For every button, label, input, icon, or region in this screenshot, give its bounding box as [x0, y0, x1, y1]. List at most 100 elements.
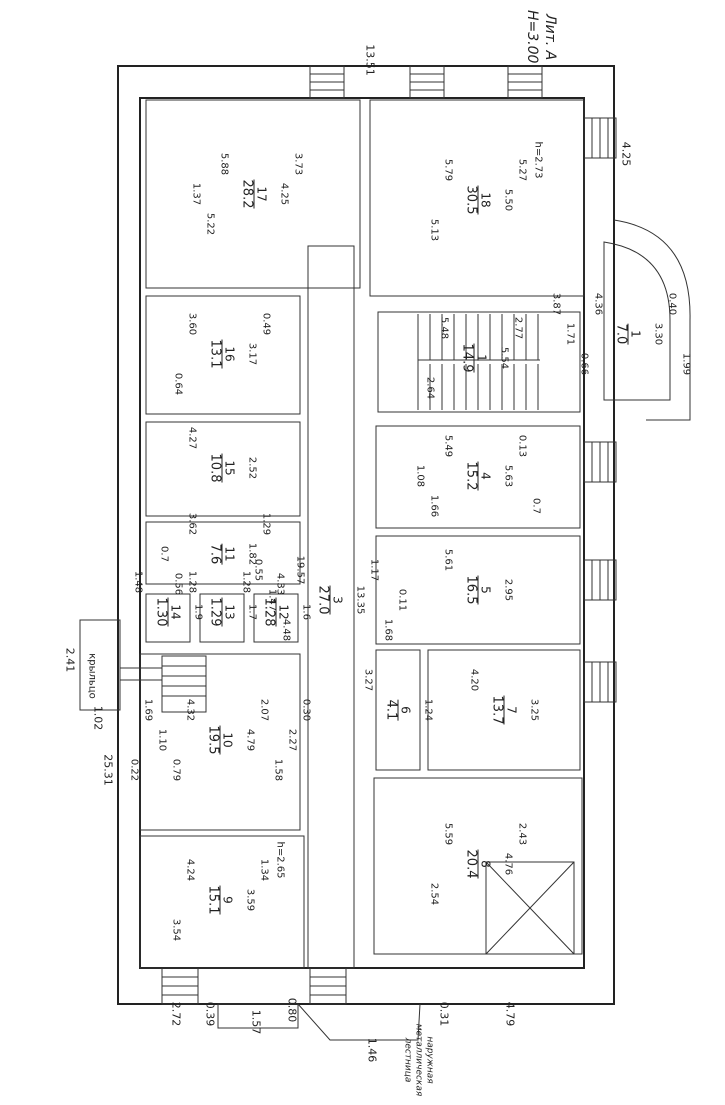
room-dimension: 4.20 — [468, 668, 480, 692]
outer-dimension-bottom-right: 4.79 — [503, 1001, 517, 1027]
room-area: 7.6 — [207, 543, 223, 565]
room-dimension: 1.47 — [266, 588, 278, 612]
room-area: 13.7 — [489, 695, 505, 725]
room-dimension: 1.66 — [428, 494, 440, 518]
room-dimension: 5.88 — [218, 152, 230, 176]
room-dimension: 1.34 — [258, 858, 270, 882]
external-stair-label: наружная металлическая лестница — [402, 1023, 435, 1097]
room-dimension: 3.60 — [186, 312, 198, 336]
room-number: 4 — [478, 472, 493, 480]
room-dimension: 3.30 — [652, 322, 664, 346]
ceiling-height: h=2.65 — [274, 841, 286, 879]
outer-dimension-step-b: 1.57 — [249, 1009, 263, 1035]
room-number: 7 — [504, 706, 519, 714]
room-number: 11 — [222, 546, 237, 562]
room-area: 7.0 — [613, 323, 629, 345]
room-dimension: 5.63 — [502, 464, 514, 488]
room-number: 18 — [478, 192, 493, 208]
room-dimension: 4.25 — [278, 182, 290, 206]
room-dimension: 1.24 — [422, 698, 434, 722]
room-number: 14 — [168, 604, 183, 620]
room-number: 17 — [254, 186, 269, 202]
room-number: 13 — [222, 604, 237, 620]
room-dimension: 5.61 — [442, 548, 454, 572]
room-dimension: 3.27 — [362, 668, 374, 692]
room-dimension: 0.40 — [666, 292, 678, 316]
room-dimension: 0.55 — [252, 558, 264, 582]
room-dimension: 2.43 — [516, 822, 528, 846]
outer-dimension-step-c: 0.80 — [285, 997, 299, 1023]
room-dimension: 0.49 — [260, 312, 272, 336]
windows-right — [583, 117, 617, 703]
room-area: 1.29 — [207, 597, 223, 627]
room-dimension: 3.62 — [186, 512, 198, 536]
room-area: 14.9 — [459, 343, 475, 373]
outer-dimension-left: 25.31 — [101, 754, 115, 786]
room-dimension: 2.52 — [246, 456, 258, 480]
room-number: 3 — [330, 596, 345, 604]
room-dimension: 3.73 — [292, 152, 304, 176]
room-dimension: 0.79 — [170, 758, 182, 782]
room-area: 10.8 — [207, 453, 223, 483]
room-dimension: 5.54 — [498, 346, 510, 370]
bay-room — [603, 219, 691, 421]
external-stair — [217, 1003, 421, 1041]
room-dimension: 1.48 — [132, 570, 144, 594]
room-dimension: 2.95 — [502, 578, 514, 602]
outer-dimension-step-e: 0.31 — [437, 1001, 451, 1027]
stairwell-small — [161, 655, 207, 713]
room-dimension: 4.79 — [244, 728, 256, 752]
room-dimension: 4.32 — [184, 698, 196, 722]
windows-top — [309, 65, 543, 99]
room-area: 30.5 — [463, 185, 479, 215]
room-dimension: 5.50 — [502, 188, 514, 212]
room-dimension: 1.17 — [368, 558, 380, 582]
room-dimension: 2.64 — [424, 376, 436, 400]
room-dimension: 0.22 — [128, 758, 140, 782]
outer-dimension-porch-d: 1.02 — [91, 705, 105, 731]
stairwell — [417, 314, 540, 410]
outer-dimension-bottom-left: 2.72 — [169, 1001, 183, 1027]
room-dimension: 1.99 — [680, 352, 692, 376]
room-number: 1 — [474, 354, 489, 362]
room-number: 10 — [220, 732, 235, 748]
room-number: 8 — [478, 860, 493, 868]
room-number: 6 — [398, 706, 413, 714]
room-dimension: 3.87 — [550, 292, 562, 316]
ceiling-height: h=2.73 — [532, 141, 544, 179]
room-dimension: 5.59 — [442, 822, 454, 846]
room-number: 9 — [220, 896, 235, 904]
header-lit: Лит. А — [542, 14, 558, 61]
room-dimension: 5.13 — [428, 218, 440, 242]
room-area: 13.1 — [207, 339, 223, 369]
room-dimension: 1.37 — [190, 182, 202, 206]
room-dimension: 0.66 — [578, 352, 590, 376]
room-dimension: 0.7 — [158, 546, 170, 562]
room-area: 4.1 — [383, 699, 399, 721]
room-dimension: 1.10 — [156, 728, 168, 752]
room-dimension: 13.35 — [354, 585, 366, 615]
room-dimension: 1.68 — [382, 618, 394, 642]
room-dimension: 4.76 — [502, 852, 514, 876]
room-dimension: 0.13 — [516, 434, 528, 458]
room-area: 28.2 — [239, 179, 255, 209]
outer-dimension-step-d: 1.46 — [365, 1037, 379, 1063]
room-dimension: 0.11 — [396, 588, 408, 612]
room-dimension: 5.27 — [516, 158, 528, 182]
room-dimension: 3.17 — [246, 342, 258, 366]
room-dimension: 0.64 — [172, 372, 184, 396]
room-dimension: 1.9 — [192, 604, 204, 620]
outer-dimension-top-right: 4.25 — [619, 141, 633, 167]
room-dimension: 3.25 — [528, 698, 540, 722]
